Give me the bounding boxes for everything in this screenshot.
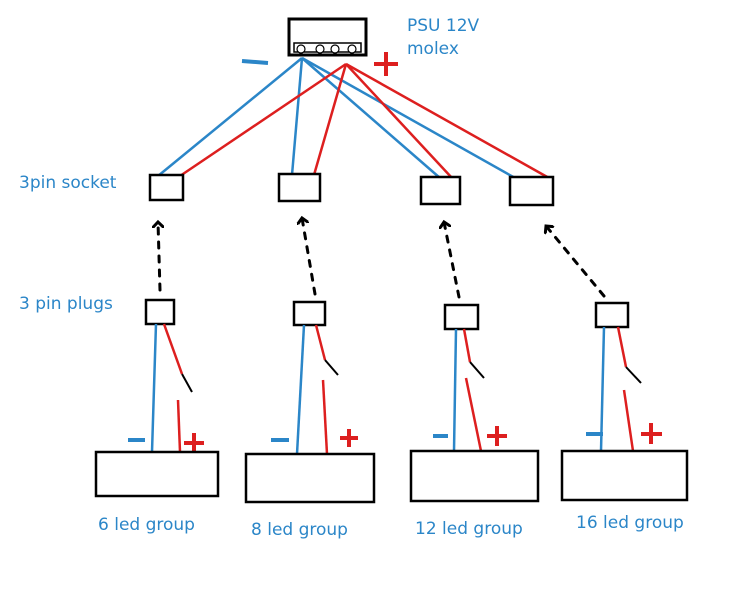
group-4-polarity [586, 423, 662, 444]
psu-plus-sign [374, 52, 398, 76]
plugs-label: 3 pin plugs [19, 294, 113, 314]
plug-arrows [158, 218, 606, 299]
psu-positive-wires [179, 62, 550, 180]
led-group-label-2: 8 led group [251, 520, 348, 540]
group-1-polarity [128, 433, 204, 453]
plug-2 [292, 300, 327, 327]
led-group-label-4: 16 led group [576, 513, 684, 533]
plug-arrow-1 [158, 222, 160, 292]
led-group-box-3 [409, 449, 540, 503]
socket-label: 3pin socket [19, 173, 117, 193]
plug-arrow-4 [546, 226, 606, 298]
plug-1 [144, 298, 176, 326]
plug-arrow-3 [444, 222, 461, 299]
socket-1 [148, 173, 185, 202]
plug-3 [443, 303, 480, 331]
group-2-polarity [271, 429, 358, 447]
led-group-box-1 [94, 450, 220, 498]
led-wires [150, 323, 642, 455]
plug-4 [594, 301, 630, 329]
socket-3 [419, 175, 462, 206]
socket-4 [508, 175, 555, 207]
psu-minus-sign [241, 59, 269, 65]
led-group-box-4 [560, 449, 689, 502]
psu-label-line1: PSU 12V [407, 16, 480, 36]
led-group-box-2 [244, 452, 376, 504]
led-group-label-1: 6 led group [98, 515, 195, 535]
psu-label-line2: molex [407, 39, 459, 59]
plug-arrow-2 [302, 218, 317, 296]
led-group-label-3: 12 led group [415, 519, 523, 539]
group-3-polarity [433, 426, 507, 446]
psu-molex-connector [287, 17, 368, 57]
socket-2 [277, 172, 322, 203]
psu-negative-wires [157, 56, 516, 180]
